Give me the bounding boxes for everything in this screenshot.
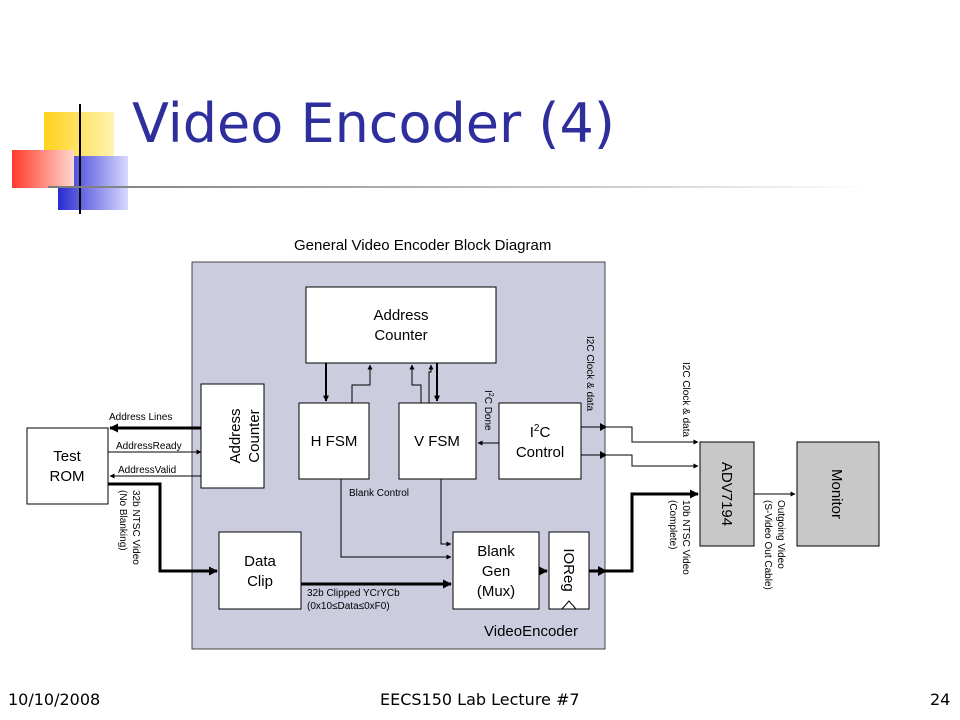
ioreg-label: IOReg (560, 548, 577, 591)
hfsm-to-addr-counter-wire (351, 364, 373, 403)
i2c-data-arrowhead-inner (600, 451, 607, 459)
ntsc-32b-label-line2: (No Blanking) (117, 490, 128, 551)
logo-red-square (12, 150, 74, 188)
blank-control-wire-hfsm (340, 479, 452, 560)
address-counter-side-line1: Address (227, 408, 244, 463)
monitor-block (796, 441, 880, 547)
v-fsm-block (398, 402, 477, 480)
address-counter-side-block (200, 383, 265, 489)
ntsc-10b-label-line2: (Complete) (667, 500, 678, 549)
ntsc-32b-wire (108, 482, 218, 576)
block-diagram: General Video Encoder Block Diagram Vide… (26, 237, 880, 650)
monitor-label: Monitor (828, 469, 845, 519)
footer-page-number: 24 (930, 690, 951, 709)
footer-course: EECS150 Lab Lecture #7 (380, 690, 580, 709)
ntsc-10b-label-line1: 10b NTSC Video (680, 500, 691, 575)
ntsc-10b-wire (589, 489, 699, 573)
slide-logo (12, 104, 128, 214)
i2c-clock-arrowhead-inner (600, 423, 607, 431)
address-valid-label: AddressValid (118, 465, 176, 476)
i2c-done-label: I2C Done (482, 390, 494, 431)
blank-gen-line3: (Mux) (477, 583, 515, 600)
h-fsm-block (298, 402, 370, 480)
test-rom-block (26, 427, 109, 505)
address-counter-top-block (305, 286, 497, 364)
i2c-control-block (498, 402, 582, 480)
blank-gen-line2: Gen (482, 563, 510, 580)
ioreg-clock-symbol (561, 600, 577, 610)
i2c-clock-data-outer-label: I2C Clock & data (680, 362, 691, 437)
address-ready-label: AddressReady (116, 441, 182, 452)
h-fsm-label: H FSM (311, 433, 358, 450)
clipped-label-line1: 32b Clipped YCrYCb (307, 588, 400, 599)
video-encoder-label: VideoEncoder (484, 623, 578, 640)
clipped-label-line2: (0x10≤Data≤0xF0) (307, 601, 390, 612)
adv7194-label: ADV7194 (718, 462, 735, 526)
title-underline (48, 186, 868, 188)
blank-gen-block (452, 531, 540, 610)
i2c-clock-data-inner-label: I2C Clock & data (584, 336, 595, 411)
ioreg-block (548, 531, 590, 610)
blank-gen-line1: Blank (477, 543, 515, 560)
diagram-heading: General Video Encoder Block Diagram (294, 237, 551, 254)
data-clip-block (218, 531, 302, 610)
ntsc-32b-label-line1: 32b NTSC Video (130, 490, 141, 565)
slide-title: Video Encoder (4) (132, 92, 615, 155)
outgoing-label-line1: Outgoing Video (775, 500, 786, 569)
blank-control-label: Blank Control (349, 488, 409, 499)
address-lines-label: Address Lines (109, 412, 172, 423)
test-rom-line2: ROM (50, 468, 85, 485)
ioreg-out-arrowhead (598, 566, 607, 576)
outgoing-label-line2: (S-Video Out Cable) (762, 500, 773, 590)
test-rom-line1: Test (53, 448, 81, 465)
i2c-control-line2: Control (516, 444, 564, 461)
data-clip-line1: Data (244, 553, 276, 570)
address-counter-top-line1: Address (373, 307, 428, 324)
vfsm-to-addr-counter-wire-2 (428, 364, 434, 403)
v-fsm-label: V FSM (414, 433, 460, 450)
address-counter-top-line2: Counter (374, 327, 427, 344)
address-counter-side-line2: Counter (246, 409, 263, 462)
i2c-control-line1: I2C (530, 423, 551, 441)
blank-control-wire-vfsm (440, 479, 452, 547)
data-clip-line2: Clip (247, 573, 273, 590)
vfsm-to-addr-counter-wire (409, 364, 422, 403)
footer-date: 10/10/2008 (8, 690, 101, 709)
